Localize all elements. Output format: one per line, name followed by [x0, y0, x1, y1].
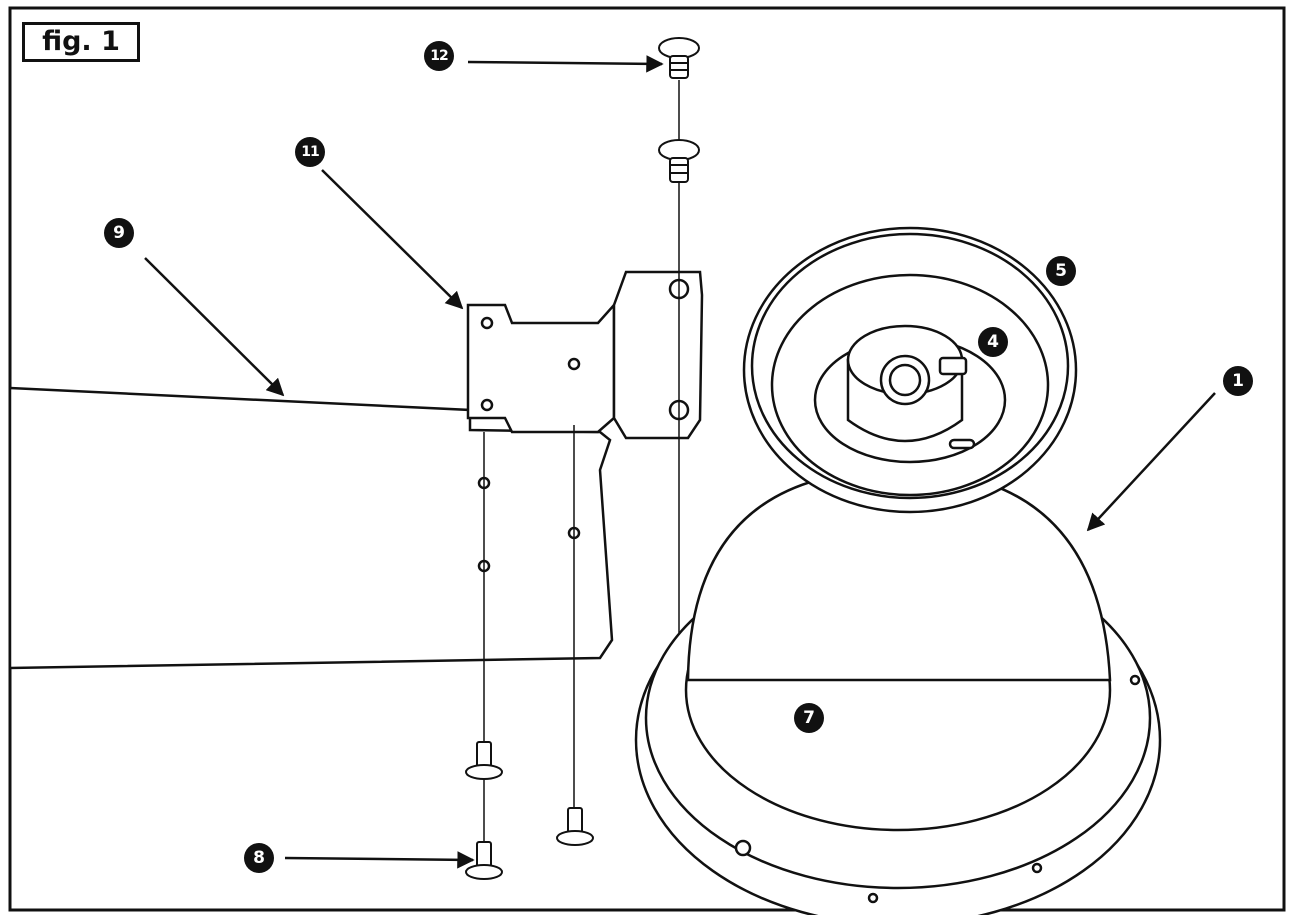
callout-4: 4 — [978, 327, 1008, 357]
arm-screw-lower — [658, 139, 700, 183]
arm-screw-top — [658, 37, 700, 79]
motor-hub — [846, 324, 976, 450]
motor-housing — [634, 468, 1162, 919]
callout-8: 8 — [244, 843, 274, 873]
callout-5: 5 — [1046, 256, 1076, 286]
callout-1: 1 — [1223, 366, 1253, 396]
blade-screws — [465, 741, 594, 880]
callout-12: 12 — [424, 41, 454, 71]
callout-9: 9 — [104, 218, 134, 248]
callout-11: 11 — [295, 137, 325, 167]
leader-lines — [144, 55, 1216, 869]
callout-7: 7 — [794, 703, 824, 733]
blade-arm — [466, 270, 704, 440]
figure-label: fig. 1 — [22, 22, 140, 62]
